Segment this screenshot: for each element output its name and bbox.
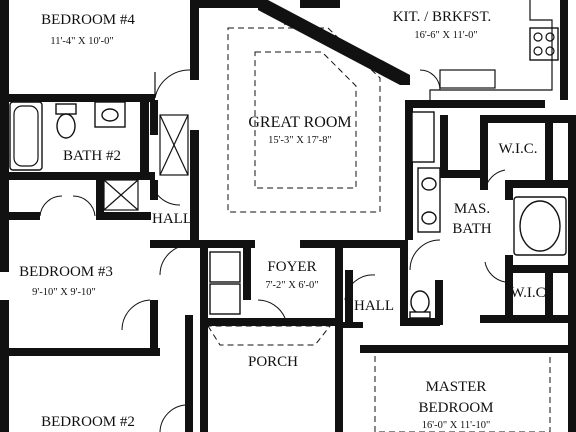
- foyer-dims: 7'-2" X 6'-0": [265, 280, 318, 291]
- bedroom3-dims: 9'-10" X 9'-10": [32, 287, 96, 298]
- wic-bottom-name: W.I.C: [510, 285, 545, 301]
- great-room-dims: 15'-3" X 17'-8": [268, 135, 332, 146]
- wic-top-name: W.I.C.: [498, 141, 537, 157]
- door-swings: [39, 4, 506, 432]
- fixtures: [9, 0, 567, 319]
- mas-bath-name-1: MAS.: [454, 201, 490, 217]
- room-labels: BEDROOM #4 11'-4" X 10'-0" KIT. / BRKFST…: [19, 9, 546, 431]
- porch-name: PORCH: [248, 354, 298, 370]
- bedroom3-name: BEDROOM #3: [19, 264, 113, 280]
- hall-right-name: HALL: [354, 298, 394, 314]
- master-bedroom-dims: 16'-0" X 11'-10": [422, 420, 491, 431]
- master-bedroom-name-1: MASTER: [426, 379, 487, 395]
- great-room-name: GREAT ROOM: [248, 114, 351, 131]
- hall-left-name: HALL: [152, 211, 192, 227]
- bedroom4-name: BEDROOM #4: [41, 12, 135, 28]
- kitchen-name: KIT. / BRKFST.: [393, 9, 492, 25]
- bath2-name: BATH #2: [63, 148, 121, 164]
- kitchen-dims: 16'-6" X 11'-0": [414, 30, 477, 41]
- master-bedroom-name-2: BEDROOM: [418, 400, 493, 416]
- mas-bath-name-2: BATH: [452, 221, 491, 237]
- bedroom2-name: BEDROOM #2: [41, 414, 135, 430]
- bedroom4-dims: 11'-4" X 10'-0": [50, 36, 113, 47]
- foyer-name: FOYER: [267, 259, 316, 275]
- ceiling-outlines: [207, 27, 551, 432]
